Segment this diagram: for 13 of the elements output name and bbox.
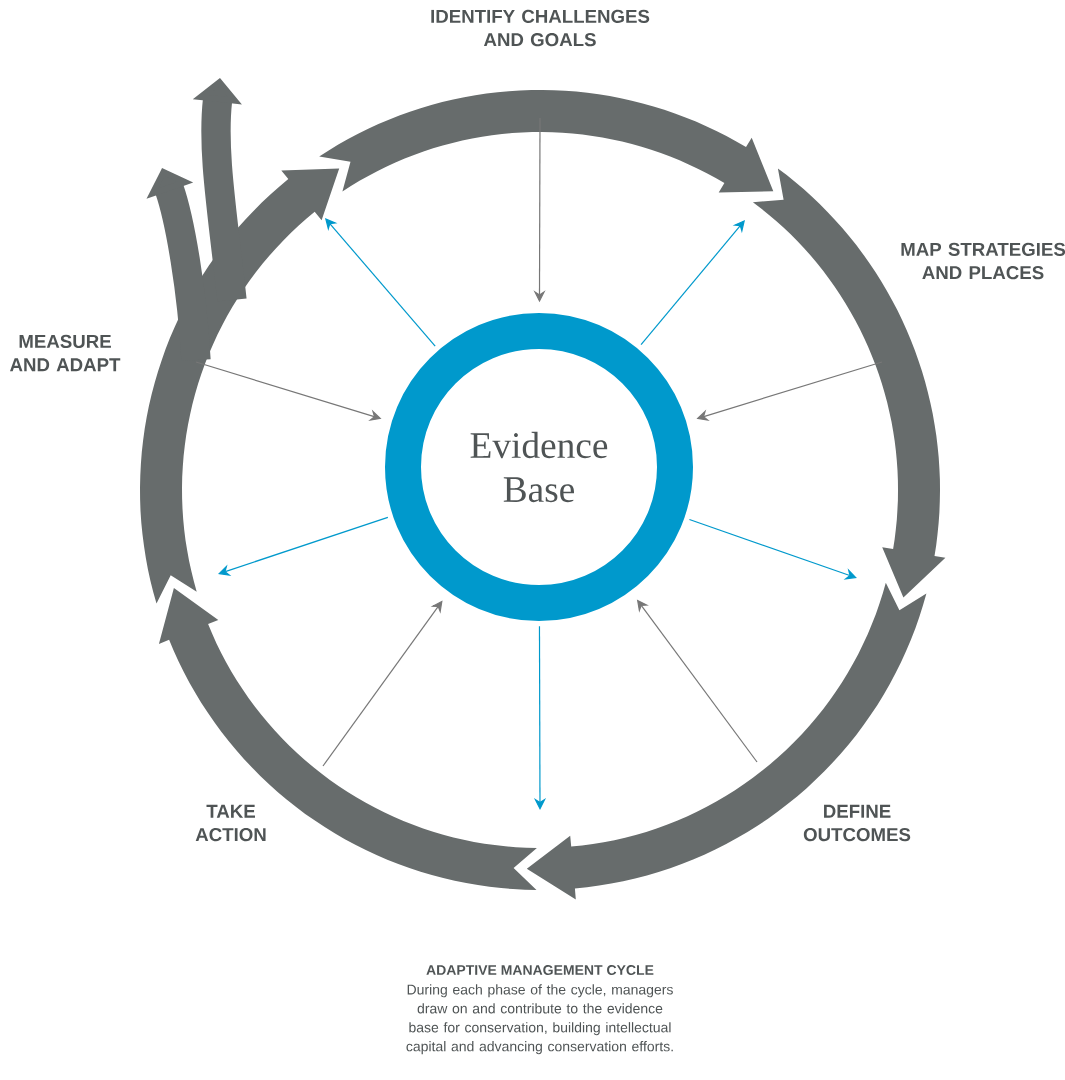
- arrow: [640, 220, 745, 346]
- arrow: [218, 516, 389, 576]
- phase-label: MAP STRATEGIES AND PLACES: [901, 242, 1065, 280]
- arrow: [322, 600, 443, 767]
- caption-text: During each phase of the cycle, managers draw on and contribute to the evidence base for conservation, building intellectual capital and advancing conservation efforts.: [406, 984, 673, 1055]
- phase-label: TAKE ACTION: [195, 804, 266, 842]
- phase-label: IDENTIFY CHALLENGES AND GOALS: [431, 9, 650, 47]
- phase-label: DEFINE OUTCOMES: [803, 804, 911, 842]
- caption-title: ADAPTIVE MANAGEMENT CYCLE: [426, 965, 654, 975]
- arrow: [688, 518, 857, 580]
- evidence-ring: Evidence Base: [385, 313, 693, 621]
- phase-label: MEASURE AND ADAPT: [10, 334, 121, 372]
- arrow: [325, 218, 436, 347]
